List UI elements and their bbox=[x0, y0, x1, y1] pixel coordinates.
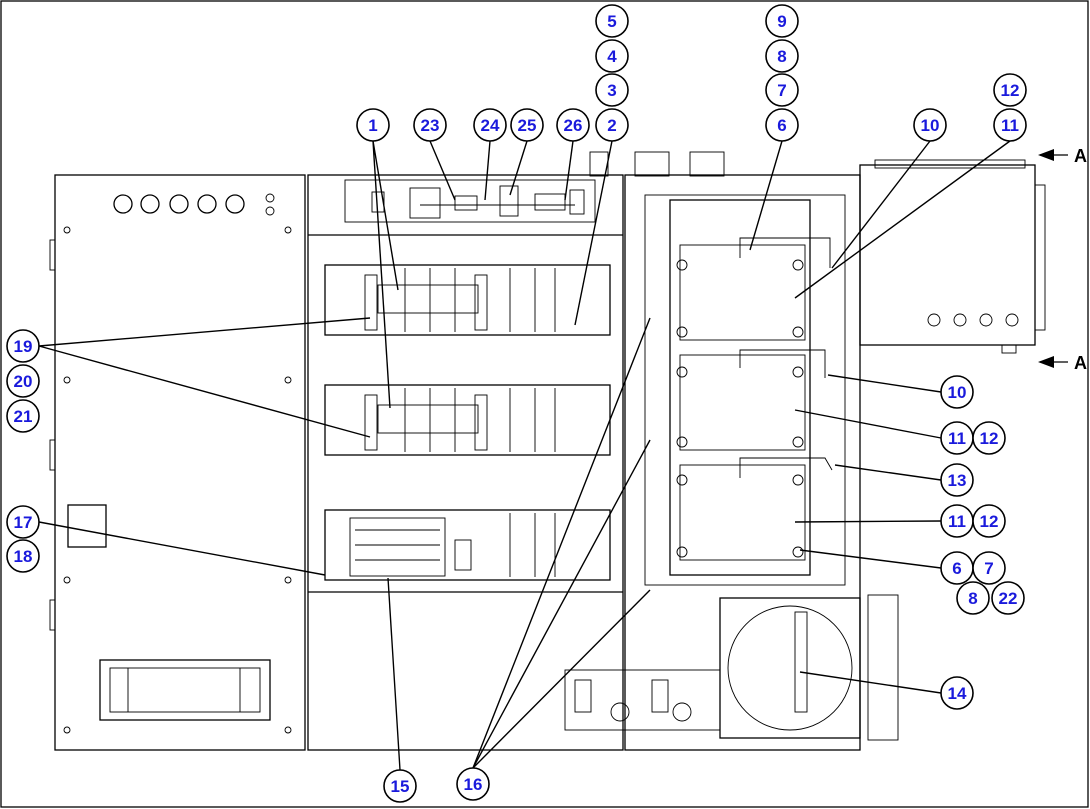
svg-text:15: 15 bbox=[391, 777, 410, 796]
callout-19: 19 bbox=[6, 329, 40, 363]
callout-10-mid: 10 bbox=[940, 375, 974, 409]
callout-25: 25 bbox=[510, 108, 544, 142]
module-row-1 bbox=[324, 264, 611, 336]
svg-text:6: 6 bbox=[777, 116, 786, 135]
callout-17: 17 bbox=[6, 505, 40, 539]
view-a-indicator: A A bbox=[1038, 146, 1087, 373]
heatsink-module-3 bbox=[679, 464, 806, 561]
svg-text:11: 11 bbox=[948, 512, 966, 531]
heatsink-module-2 bbox=[679, 354, 806, 451]
svg-text:20: 20 bbox=[14, 372, 33, 391]
callout-9: 9 bbox=[765, 4, 799, 38]
callout-10-top: 10 bbox=[913, 108, 947, 142]
left-door-panel bbox=[49, 174, 306, 751]
svg-text:10: 10 bbox=[921, 116, 940, 135]
svg-text:5: 5 bbox=[607, 12, 616, 31]
callout-11-low: 11 bbox=[940, 504, 974, 538]
callout-22: 22 bbox=[991, 581, 1025, 615]
callout-11-mid: 11 bbox=[940, 421, 974, 455]
module-row-3 bbox=[324, 509, 611, 581]
callout-12-mid: 12 bbox=[972, 421, 1006, 455]
svg-text:19: 19 bbox=[14, 337, 33, 356]
callout-2: 2 bbox=[595, 108, 629, 142]
callout-14: 14 bbox=[940, 676, 974, 710]
view-label-bottom: A bbox=[1074, 353, 1087, 373]
center-section bbox=[307, 151, 725, 751]
svg-text:13: 13 bbox=[948, 471, 967, 490]
callout-21: 21 bbox=[6, 399, 40, 433]
callout-7-low: 7 bbox=[972, 551, 1006, 585]
leader-lines bbox=[38, 140, 1011, 771]
svg-text:12: 12 bbox=[1001, 81, 1020, 100]
svg-text:11: 11 bbox=[1001, 116, 1019, 135]
callout-26: 26 bbox=[556, 108, 590, 142]
svg-text:17: 17 bbox=[14, 513, 33, 532]
callout-4: 4 bbox=[595, 39, 629, 73]
svg-text:4: 4 bbox=[607, 47, 617, 66]
callout-20: 20 bbox=[6, 364, 40, 398]
callout-balloons: 1 2 3 4 5 6 7 8 9 10 11 12 10 11 12 13 1… bbox=[6, 4, 1027, 803]
callout-11-top: 11 bbox=[993, 108, 1027, 142]
callout-13: 13 bbox=[940, 463, 974, 497]
svg-text:22: 22 bbox=[999, 589, 1018, 608]
callout-8-top: 8 bbox=[765, 39, 799, 73]
svg-text:8: 8 bbox=[777, 47, 786, 66]
svg-text:25: 25 bbox=[518, 116, 537, 135]
callout-15: 15 bbox=[383, 769, 417, 803]
callout-7-top: 7 bbox=[765, 73, 799, 107]
right-section bbox=[564, 174, 899, 751]
callout-12-low: 12 bbox=[972, 504, 1006, 538]
side-junction-box bbox=[859, 159, 1046, 354]
svg-text:12: 12 bbox=[980, 512, 999, 531]
svg-text:24: 24 bbox=[481, 116, 500, 135]
callout-24: 24 bbox=[473, 108, 507, 142]
heatsink-module-1 bbox=[679, 244, 806, 341]
svg-text:6: 6 bbox=[952, 559, 961, 578]
callout-3: 3 bbox=[595, 73, 629, 107]
callout-18: 18 bbox=[6, 539, 40, 573]
callout-16: 16 bbox=[456, 767, 490, 801]
svg-text:9: 9 bbox=[777, 12, 786, 31]
callout-5: 5 bbox=[595, 4, 629, 38]
svg-text:14: 14 bbox=[948, 684, 967, 703]
callout-1: 1 bbox=[356, 108, 390, 142]
svg-text:8: 8 bbox=[968, 589, 977, 608]
view-label-top: A bbox=[1074, 146, 1087, 166]
svg-text:2: 2 bbox=[607, 116, 616, 135]
svg-text:23: 23 bbox=[421, 116, 440, 135]
svg-text:12: 12 bbox=[980, 429, 999, 448]
callout-6-low: 6 bbox=[940, 551, 974, 585]
callout-6-top: 6 bbox=[765, 108, 799, 142]
svg-text:10: 10 bbox=[948, 383, 967, 402]
callout-12-top: 12 bbox=[993, 73, 1027, 107]
svg-text:1: 1 bbox=[368, 116, 377, 135]
callout-8-low: 8 bbox=[956, 581, 990, 615]
svg-text:21: 21 bbox=[14, 407, 33, 426]
module-row-2 bbox=[324, 384, 611, 456]
svg-text:18: 18 bbox=[14, 547, 33, 566]
svg-text:7: 7 bbox=[777, 81, 786, 100]
callout-23: 23 bbox=[413, 108, 447, 142]
svg-text:3: 3 bbox=[607, 81, 616, 100]
svg-text:11: 11 bbox=[948, 429, 966, 448]
svg-text:7: 7 bbox=[984, 559, 993, 578]
svg-text:16: 16 bbox=[464, 775, 483, 794]
svg-text:26: 26 bbox=[564, 116, 583, 135]
